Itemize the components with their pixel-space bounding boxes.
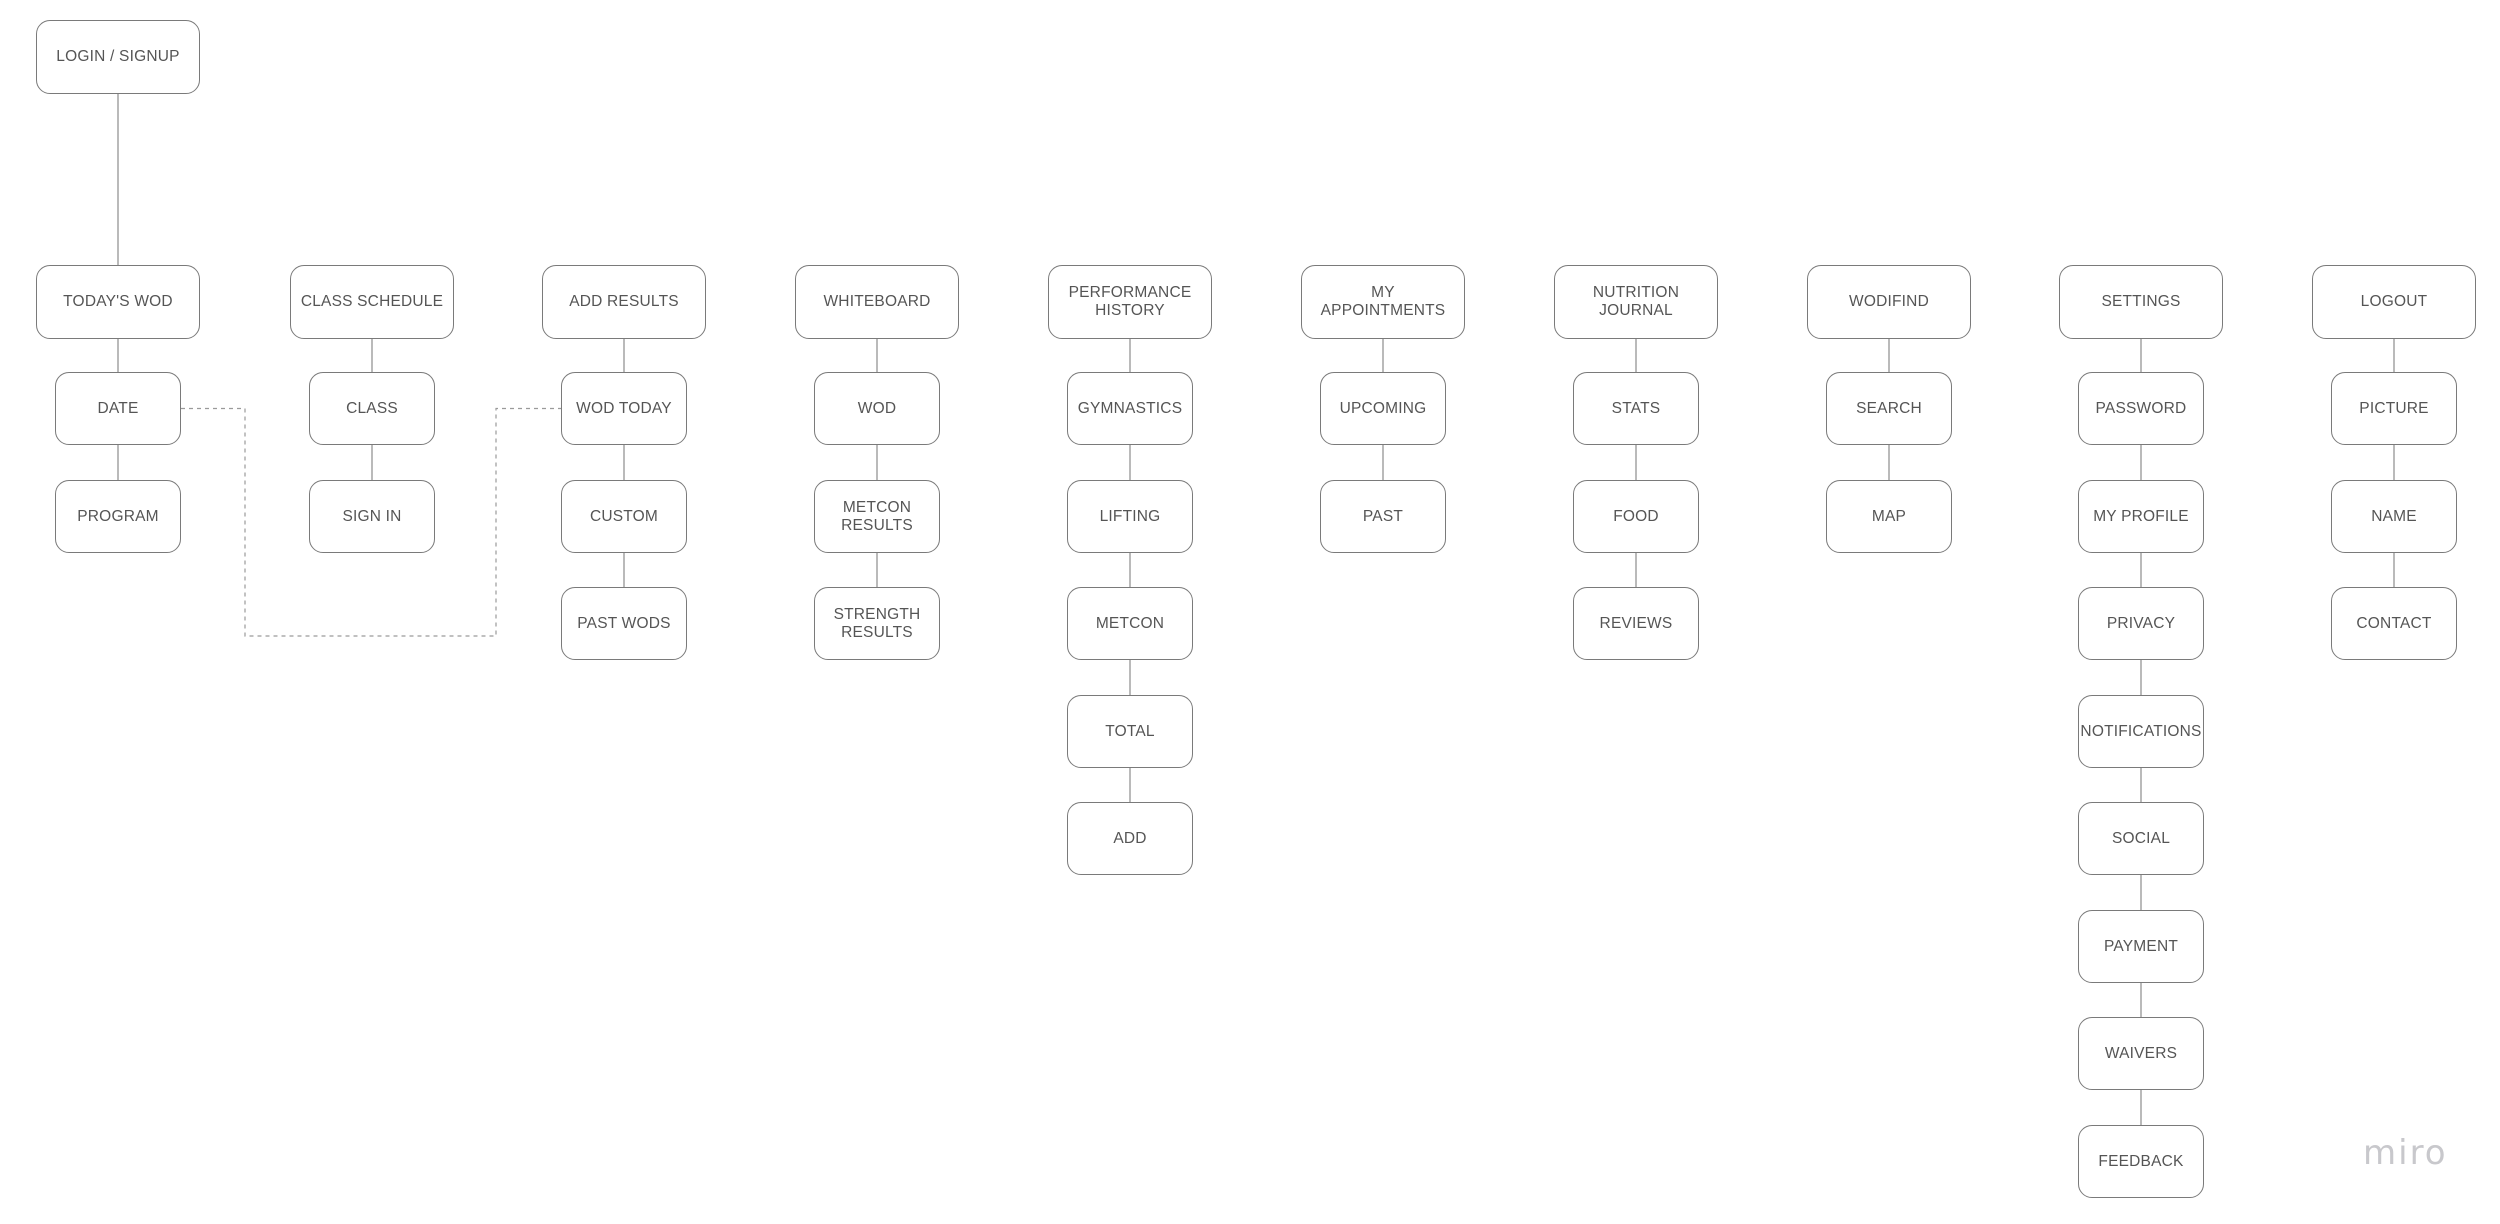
node-class-schedule-class[interactable]: CLASS xyxy=(309,372,435,445)
node-settings-feedback[interactable]: FEEDBACK xyxy=(2078,1125,2204,1198)
node-settings[interactable]: SETTINGS xyxy=(2059,265,2223,339)
node-whiteboard-strength-results[interactable]: STRENGTH RESULTS xyxy=(814,587,940,660)
node-class-schedule-sign-in[interactable]: SIGN IN xyxy=(309,480,435,553)
node-settings-privacy[interactable]: PRIVACY xyxy=(2078,587,2204,660)
node-performance-history-add[interactable]: ADD xyxy=(1067,802,1193,875)
node-wodifind[interactable]: WODIFIND xyxy=(1807,265,1971,339)
node-my-appointments[interactable]: MY APPOINTMENTS xyxy=(1301,265,1465,339)
cross-link-0 xyxy=(181,407,561,637)
node-logout-contact[interactable]: CONTACT xyxy=(2331,587,2457,660)
node-whiteboard[interactable]: WHITEBOARD xyxy=(795,265,959,339)
node-my-appointments-upcoming[interactable]: UPCOMING xyxy=(1320,372,1446,445)
node-settings-notifications[interactable]: NOTIFICATIONS xyxy=(2078,695,2204,768)
node-add-results-past-wods[interactable]: PAST WODS xyxy=(561,587,687,660)
node-performance-history-metcon[interactable]: METCON xyxy=(1067,587,1193,660)
node-settings-my-profile[interactable]: MY PROFILE xyxy=(2078,480,2204,553)
node-settings-password[interactable]: PASSWORD xyxy=(2078,372,2204,445)
node-todays-wod-date[interactable]: DATE xyxy=(55,372,181,445)
node-wodifind-search[interactable]: SEARCH xyxy=(1826,372,1952,445)
node-todays-wod-program[interactable]: PROGRAM xyxy=(55,480,181,553)
node-nutrition-journal[interactable]: NUTRITION JOURNAL xyxy=(1554,265,1718,339)
node-todays-wod[interactable]: TODAY'S WOD xyxy=(36,265,200,339)
node-settings-social[interactable]: SOCIAL xyxy=(2078,802,2204,875)
node-performance-history-lifting[interactable]: LIFTING xyxy=(1067,480,1193,553)
connector-lines xyxy=(117,94,2395,1125)
node-whiteboard-wod[interactable]: WOD xyxy=(814,372,940,445)
node-settings-waivers[interactable]: WAIVERS xyxy=(2078,1017,2204,1090)
node-whiteboard-metcon-results[interactable]: METCON RESULTS xyxy=(814,480,940,553)
node-performance-history-gymnastics[interactable]: GYMNASTICS xyxy=(1067,372,1193,445)
node-add-results-custom[interactable]: CUSTOM xyxy=(561,480,687,553)
node-nutrition-journal-food[interactable]: FOOD xyxy=(1573,480,1699,553)
node-login[interactable]: LOGIN / SIGNUP xyxy=(36,20,200,94)
node-class-schedule[interactable]: CLASS SCHEDULE xyxy=(290,265,454,339)
node-logout-name[interactable]: NAME xyxy=(2331,480,2457,553)
node-nutrition-journal-stats[interactable]: STATS xyxy=(1573,372,1699,445)
cross-links xyxy=(181,407,561,637)
node-settings-payment[interactable]: PAYMENT xyxy=(2078,910,2204,983)
node-add-results[interactable]: ADD RESULTS xyxy=(542,265,706,339)
node-add-results-wod-today[interactable]: WOD TODAY xyxy=(561,372,687,445)
node-performance-history[interactable]: PERFORMANCE HISTORY xyxy=(1048,265,1212,339)
miro-watermark: miro xyxy=(2363,1133,2448,1173)
node-my-appointments-past[interactable]: PAST xyxy=(1320,480,1446,553)
node-logout[interactable]: LOGOUT xyxy=(2312,265,2476,339)
node-performance-history-total[interactable]: TOTAL xyxy=(1067,695,1193,768)
node-wodifind-map[interactable]: MAP xyxy=(1826,480,1952,553)
node-logout-picture[interactable]: PICTURE xyxy=(2331,372,2457,445)
node-nutrition-journal-reviews[interactable]: REVIEWS xyxy=(1573,587,1699,660)
